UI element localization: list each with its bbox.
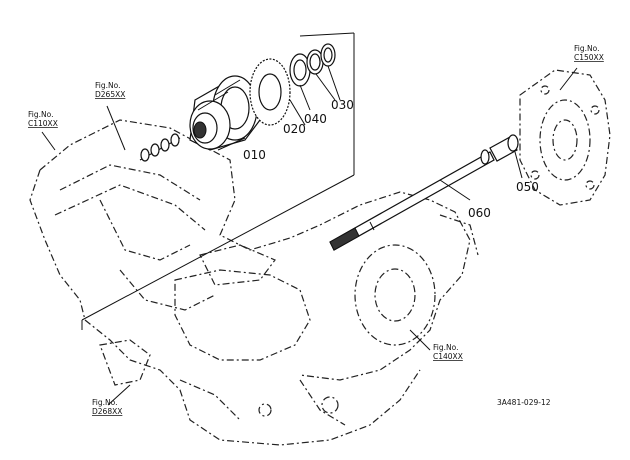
thrust-washers [289,43,341,111]
fig-ref-d265-caption: Fig.No. [95,81,120,90]
fig-ref-d268-caption: Fig.No. [92,398,117,407]
right-housing [519,69,611,206]
friction-plate [249,58,306,126]
drawing-code: 3A481-029-12 [497,398,551,407]
transmission-case [29,119,479,446]
figure-reference-leaders [41,67,578,406]
part-label-040: 040 [304,112,327,126]
fig-ref-d268-code[interactable]: D268XX [92,407,122,416]
fig-ref-c150-code[interactable]: C150XX [574,53,604,62]
inset-frame [81,32,355,330]
part-label-050: 050 [516,180,539,194]
clutch-drum-assembly [139,75,261,162]
fig-ref-d265-code[interactable]: D265XX [95,90,125,99]
fig-ref-c110-code[interactable]: C110XX [28,119,58,128]
fig-ref-c140-caption: Fig.No. [433,343,458,352]
fig-ref-c110-caption: Fig.No. [28,110,53,119]
drive-shaft [329,151,495,251]
fig-ref-c140-code[interactable]: C140XX [433,352,463,361]
part-label-060: 060 [468,206,491,220]
fig-ref-c150-caption: Fig.No. [574,44,599,53]
part-label-020: 020 [283,122,306,136]
bushing [480,134,523,179]
part-label-010: 010 [243,148,266,162]
part-label-030: 030 [331,98,354,112]
